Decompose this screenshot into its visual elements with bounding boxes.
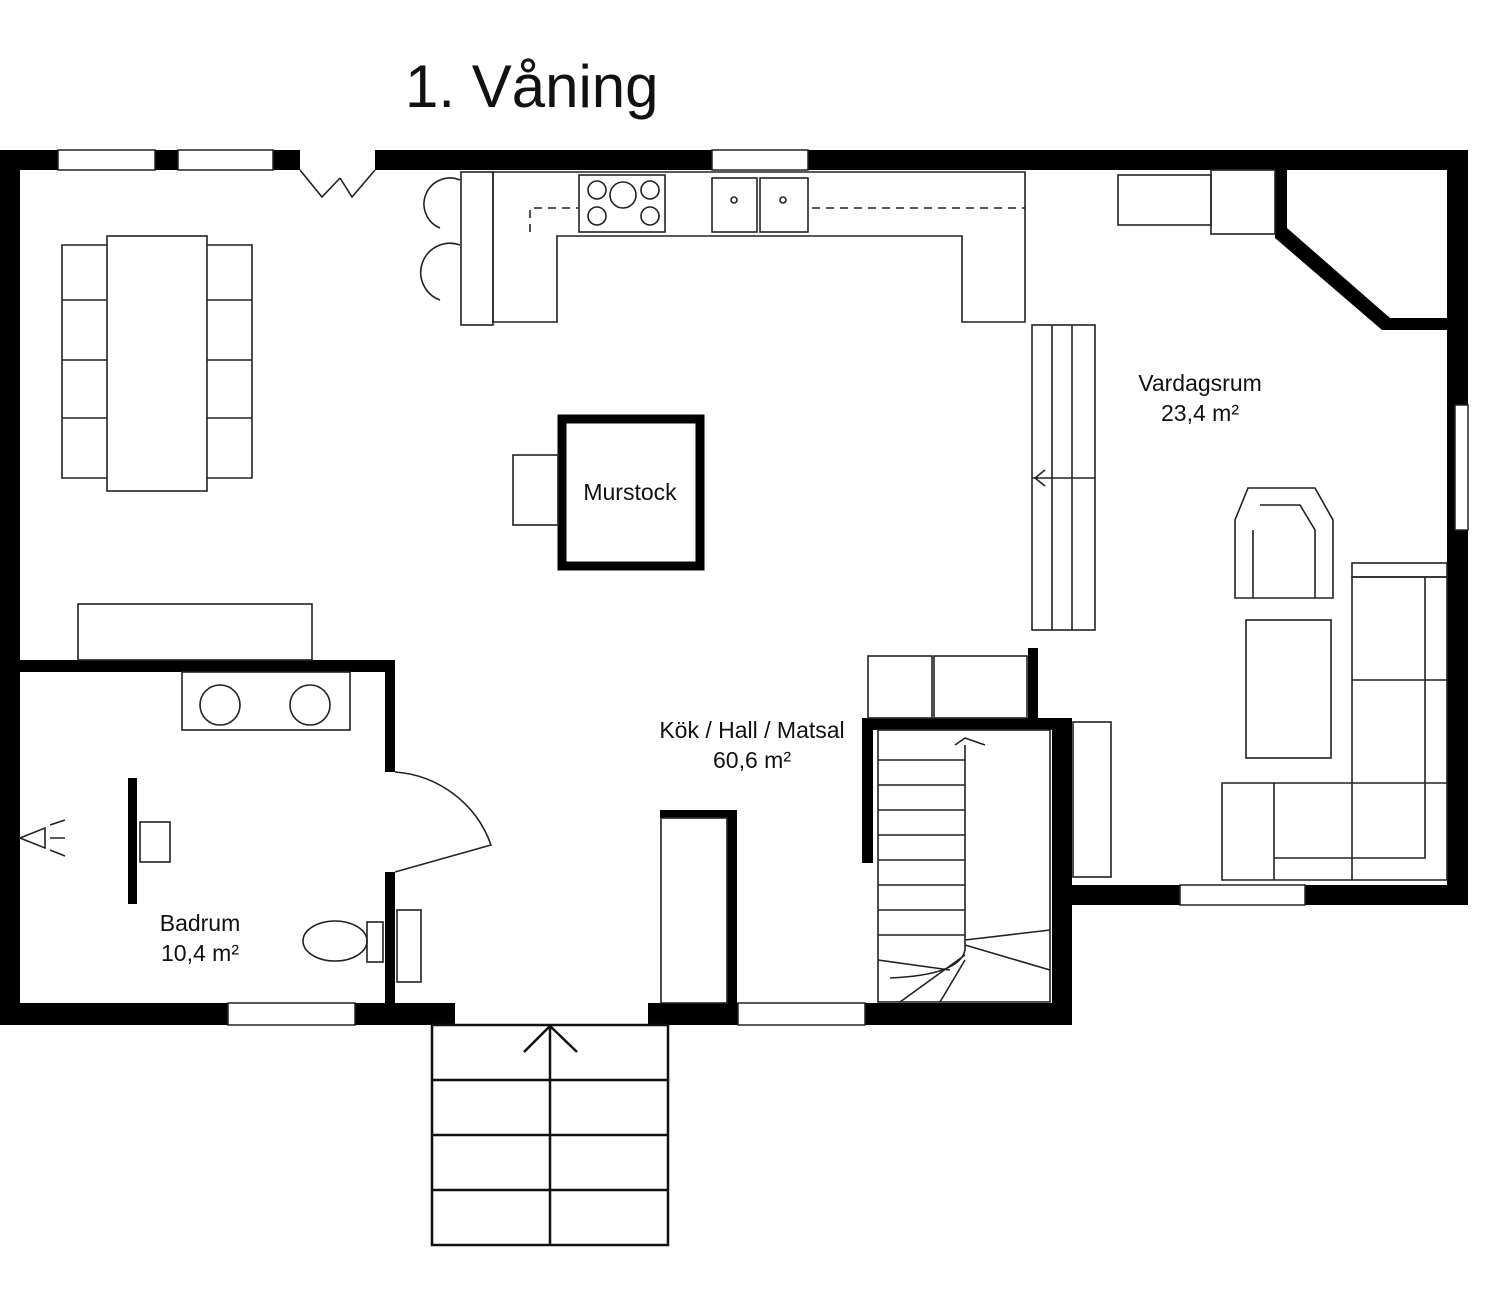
living-furniture: [867, 169, 1448, 881]
kitchen-counter: [419, 171, 1026, 326]
floor-title: 1. Våning: [405, 53, 659, 120]
sideboard: [77, 603, 313, 661]
living-room-label: Vardagsrum 23,4 m²: [1138, 368, 1262, 428]
room-area: 60,6 m²: [713, 747, 791, 773]
chimney: [557, 414, 705, 571]
stove: [512, 454, 559, 526]
bathroom-label: Badrum 10,4 m²: [160, 908, 241, 968]
windows: [57, 149, 1469, 1026]
inner-stairs: [877, 729, 1051, 1003]
room-area: 10,4 m²: [161, 940, 239, 966]
bathroom-fixtures: [17, 671, 493, 983]
outside-stairs: [430, 1023, 670, 1247]
kitchen-room-label: Kök / Hall / Matsal 60,6 m²: [659, 715, 844, 775]
door-top: [299, 169, 376, 199]
room-name: Badrum: [159, 910, 241, 936]
room-name: Vardagsrum: [1138, 370, 1262, 396]
dining-table: [61, 235, 253, 492]
chimney-label: Murstock: [583, 479, 677, 505]
room-name: Kök / Hall / Matsal: [659, 717, 845, 743]
closet: [660, 817, 728, 1004]
room-area: 23,4 m²: [1161, 400, 1239, 426]
